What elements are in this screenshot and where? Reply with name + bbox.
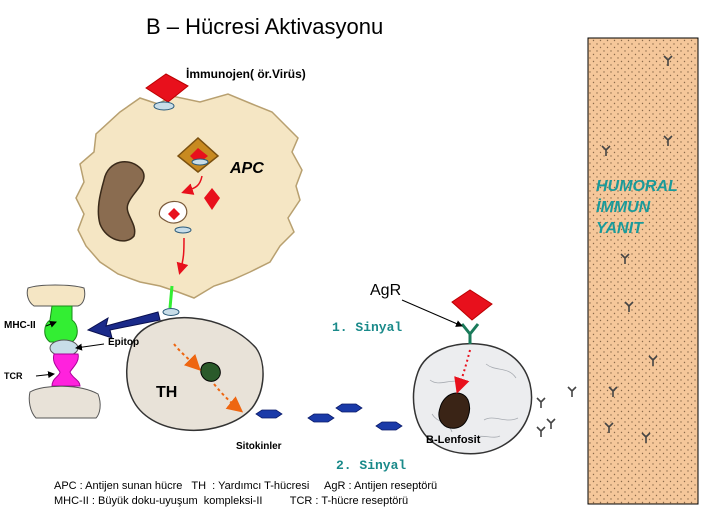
mhc2-label: MHC-II xyxy=(4,320,36,331)
apc-label: APC xyxy=(230,160,264,177)
tcr-label: TCR xyxy=(4,371,23,381)
mhc-epitope xyxy=(162,308,180,316)
agr-label: AgR xyxy=(370,282,402,299)
humoral-line-2: İMMUN xyxy=(596,199,651,216)
b-nucleus xyxy=(438,392,470,429)
immunogen-shape xyxy=(145,73,189,103)
page-title: B – Hücresi Aktivasyonu xyxy=(146,14,384,39)
sinyal2-label: 2. Sinyal xyxy=(336,458,407,473)
humoral-label: HUMORAL İMMUN YANIT xyxy=(596,176,696,239)
inset-tcr xyxy=(51,353,81,387)
agr-receptor xyxy=(460,323,480,344)
humoral-panel xyxy=(587,37,699,505)
cytokines xyxy=(255,403,403,431)
immunogen-label: İmmunojen( ör.Virüs) xyxy=(186,67,306,81)
b-lymphocyte xyxy=(412,342,533,455)
th-cell xyxy=(126,316,264,432)
legend-line-1: APC : Antijen sunan hücre TH : Yardımcı … xyxy=(54,480,438,492)
zoom-arrow xyxy=(86,311,161,339)
epitop-label: Epitop xyxy=(108,337,140,348)
apc-nucleus xyxy=(97,160,145,242)
processing-arrow-2 xyxy=(176,237,189,275)
epitope-pointer xyxy=(75,343,105,351)
sitokinler-label: Sitokinler xyxy=(236,441,282,452)
b-lenfosit-label: B-Lenfosit xyxy=(426,434,481,446)
endosome-receptor xyxy=(191,158,209,166)
mhc-pointer xyxy=(45,320,57,328)
tcr-pointer xyxy=(35,371,55,379)
mhc-stalk xyxy=(168,285,174,309)
inset-apc-membrane xyxy=(26,284,86,307)
legend-line-2: MHC-II : Büyük doku-uyuşum kompleksi-II … xyxy=(54,495,409,507)
immunogen-receptor xyxy=(153,101,175,111)
agr-pointer xyxy=(401,299,463,327)
inset-t-membrane xyxy=(28,385,101,419)
th-arrow-2 xyxy=(213,383,244,413)
processing-arrow-1 xyxy=(181,175,203,195)
humoral-line-3: YANIT xyxy=(596,220,643,237)
th-label: TH xyxy=(156,384,178,401)
apc-cell xyxy=(75,93,303,299)
th-nucleus xyxy=(200,362,221,382)
antibody-icons xyxy=(536,55,673,443)
agr-antigen xyxy=(451,289,493,321)
sinyal1-label: 1. Sinyal xyxy=(332,320,403,335)
humoral-line-1: HUMORAL xyxy=(596,178,678,195)
free-antigen xyxy=(204,188,220,210)
inset-mhc xyxy=(44,305,78,343)
th-arrow-1 xyxy=(173,343,201,371)
